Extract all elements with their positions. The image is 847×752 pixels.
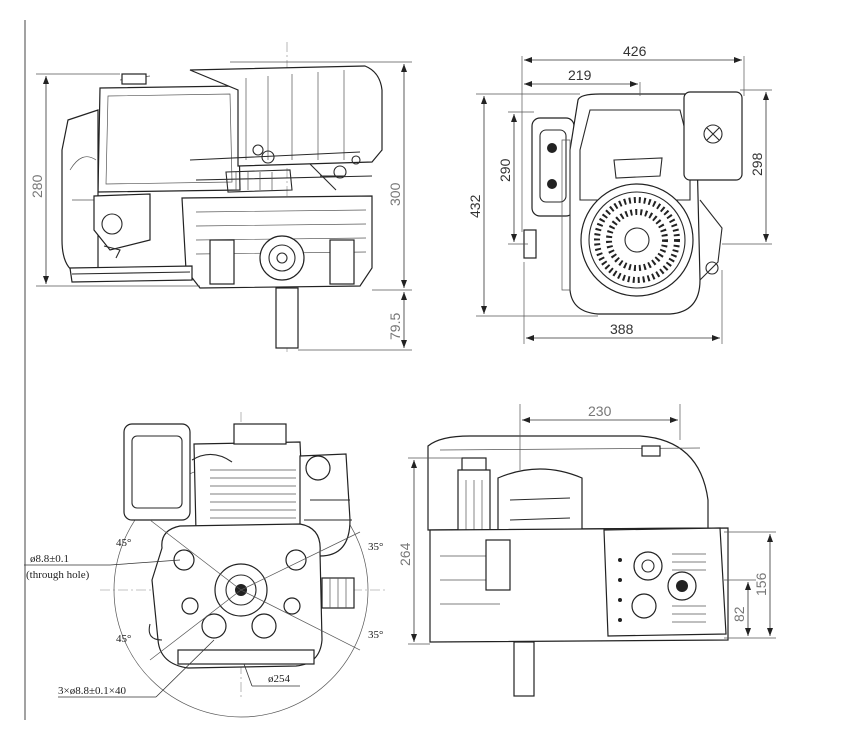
bolt-circle-dim: ø254 bbox=[268, 673, 291, 685]
top-height-left-dim: 432 bbox=[467, 194, 483, 218]
side-height-right-dim: 300 bbox=[387, 182, 403, 206]
top-bottom-width-dim: 388 bbox=[610, 321, 634, 337]
bottom-view: ø8.8±0.1 (through hole) 45° 45° 35° 35° … bbox=[24, 412, 388, 718]
side-view: 280 300 79.5 bbox=[29, 42, 412, 352]
front-right-low-dim: 82 bbox=[731, 606, 747, 622]
front-height-dim: 264 bbox=[397, 542, 413, 566]
top-partial-width-dim: 219 bbox=[568, 67, 592, 83]
hole-note: (through hole) bbox=[26, 569, 90, 581]
angle-bottom-right: 35° bbox=[368, 629, 383, 641]
front-width-dim: 230 bbox=[588, 403, 612, 419]
angle-top-right: 35° bbox=[368, 541, 383, 553]
angle-bottom-left: 45° bbox=[116, 633, 131, 645]
angle-top-left: 45° bbox=[116, 537, 131, 549]
side-height-left-dim: 280 bbox=[29, 174, 45, 198]
top-height-right-dim: 298 bbox=[749, 152, 765, 176]
front-view: 230 264 156 82 bbox=[397, 403, 776, 697]
hole-callout: ø8.8±0.1 bbox=[30, 553, 69, 565]
top-view: 426 219 432 290 298 388 bbox=[467, 43, 772, 344]
front-right-height-dim: 156 bbox=[753, 572, 769, 596]
fan-grille bbox=[594, 197, 680, 283]
top-total-width-dim: 426 bbox=[623, 43, 647, 59]
top-height-inner-dim: 290 bbox=[497, 158, 513, 182]
side-shaft-dim: 79.5 bbox=[387, 313, 403, 340]
holes-callout: 3×ø8.8±0.1×40 bbox=[58, 685, 126, 697]
